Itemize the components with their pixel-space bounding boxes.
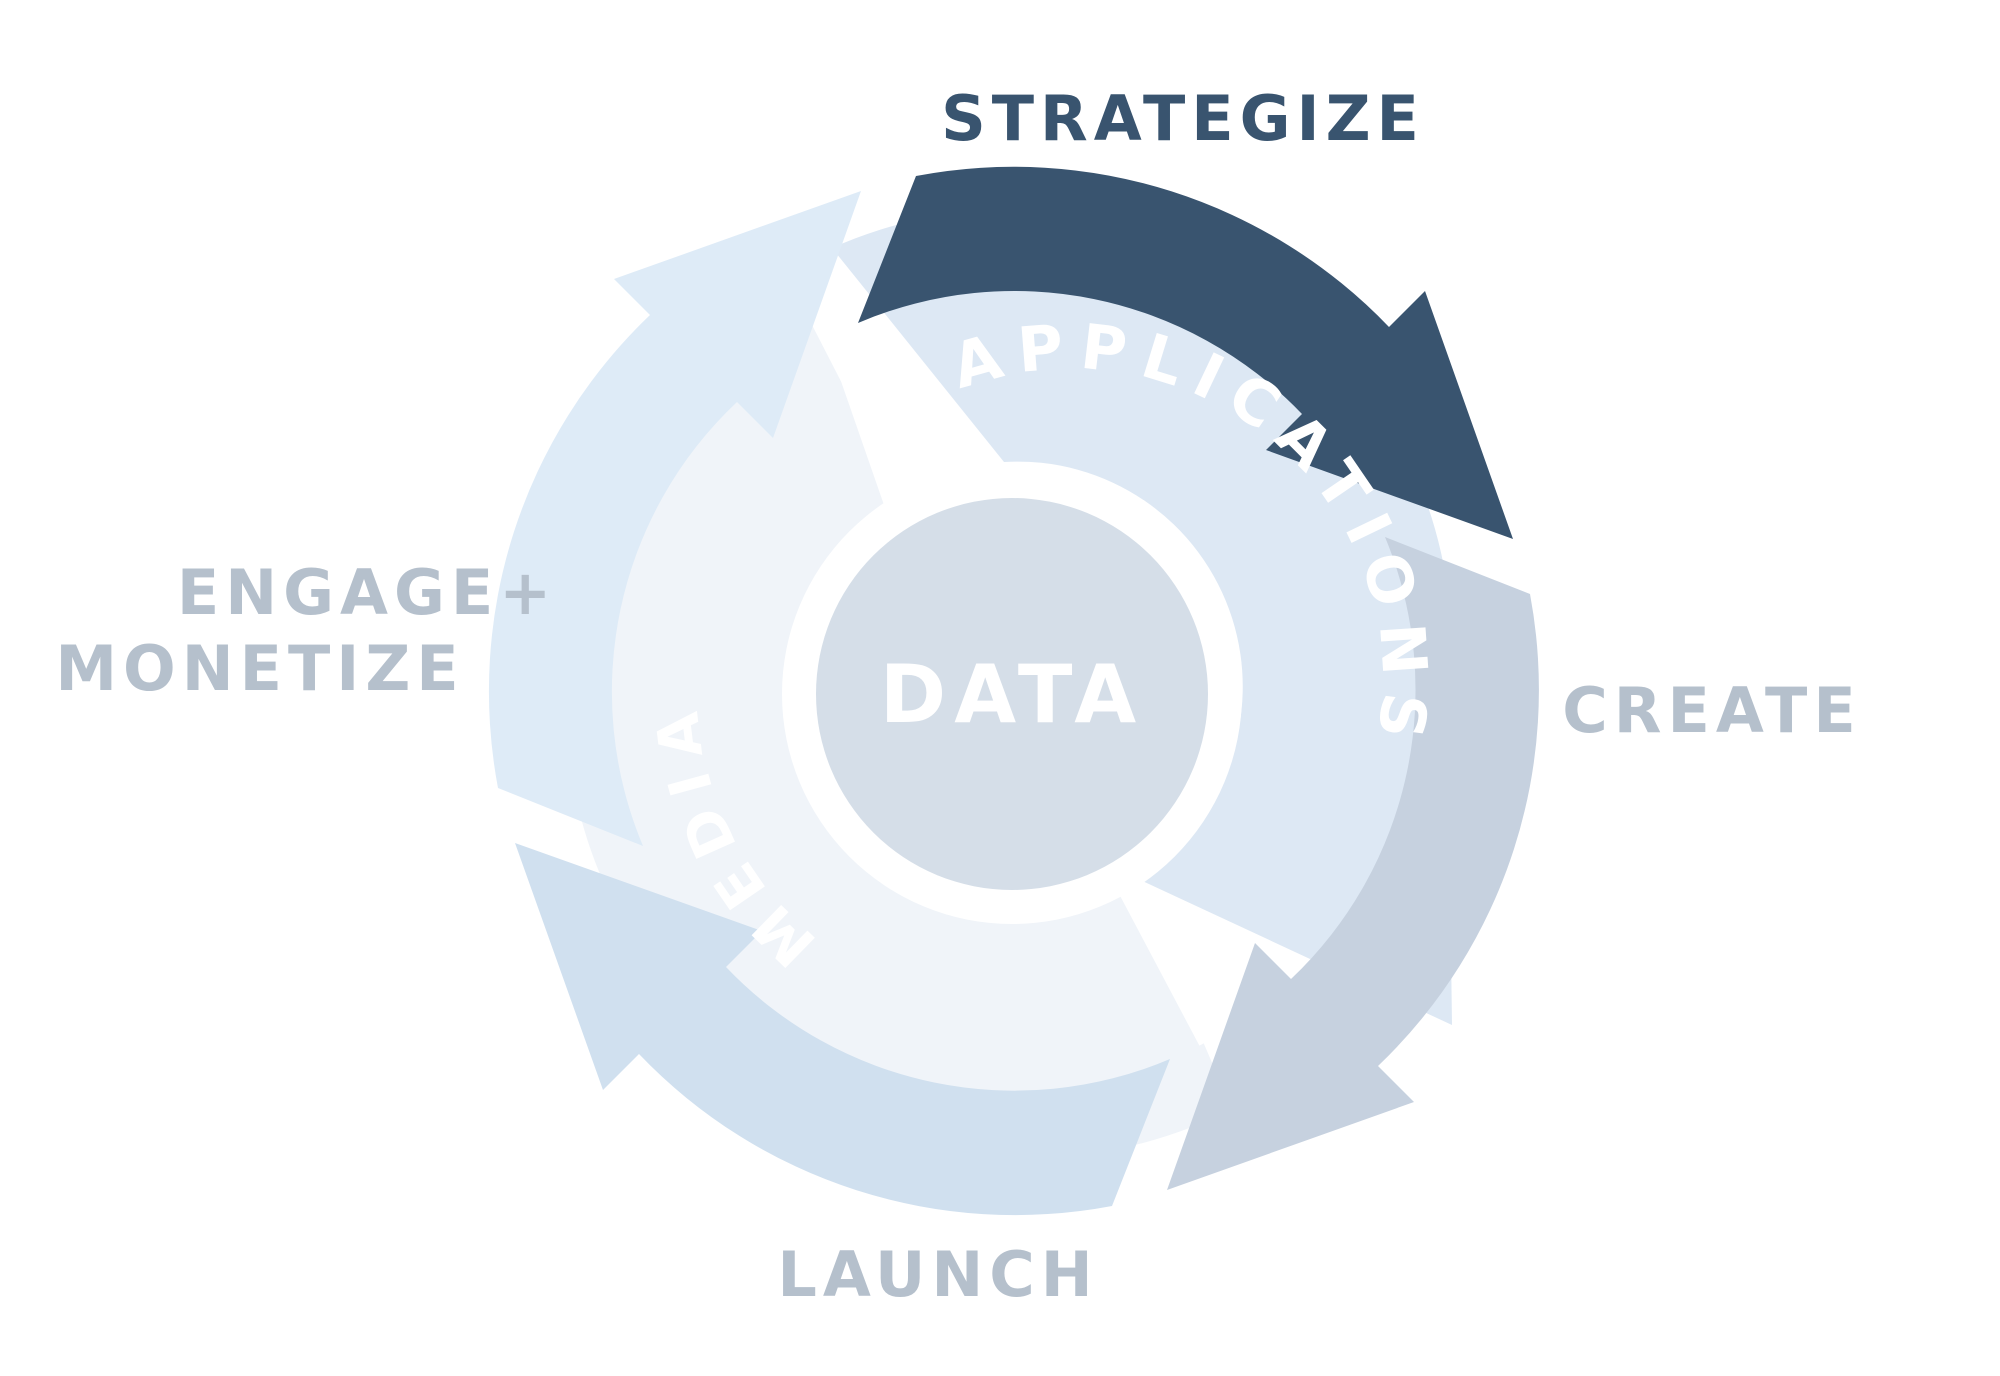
arrow-create bbox=[1167, 537, 1539, 1190]
arrow-engage-monetize bbox=[488, 191, 861, 846]
arrow-strategize bbox=[858, 166, 1513, 539]
ring-separator-top bbox=[794, 279, 911, 476]
stage-label-strategize: STRATEGIZE bbox=[941, 82, 1425, 155]
ring-separator-bottom bbox=[1109, 864, 1221, 1046]
arrow-launch bbox=[515, 843, 1170, 1216]
data-core bbox=[816, 498, 1208, 890]
ring-applications-segment bbox=[832, 209, 1452, 1026]
stage-label-monetize: MONETIZE bbox=[55, 632, 464, 705]
stage-label-engage: ENGAGE+ bbox=[177, 556, 557, 629]
stage-label-create: CREATE bbox=[1562, 674, 1861, 747]
stage-label-launch: LAUNCH bbox=[777, 1238, 1098, 1311]
center-label: DATA bbox=[880, 648, 1144, 741]
